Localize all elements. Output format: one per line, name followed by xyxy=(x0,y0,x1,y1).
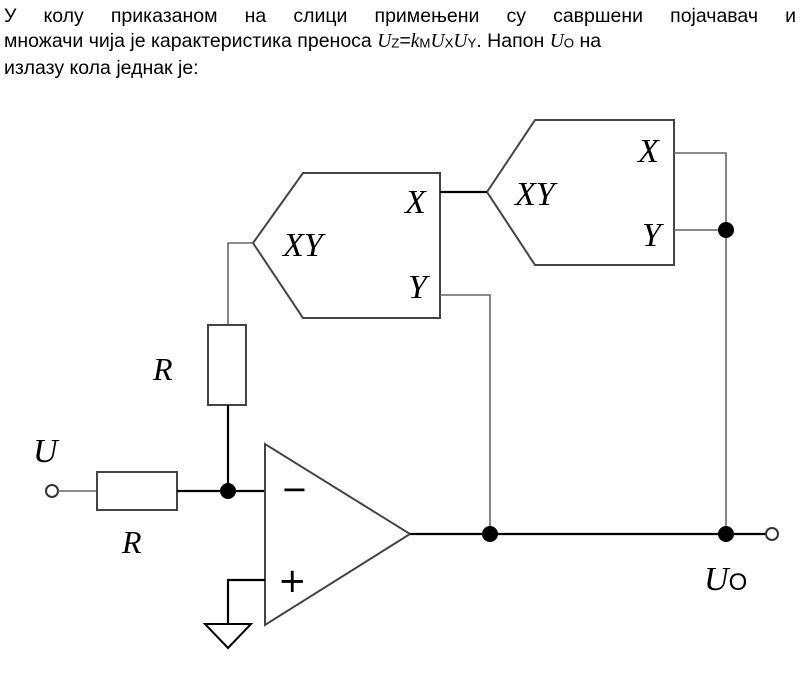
op-amp-minus-sign: − xyxy=(281,470,308,508)
input-resistor-label: R xyxy=(121,524,142,560)
input-terminal xyxy=(45,484,59,498)
ground-icon xyxy=(202,623,254,650)
multiplier-2-y-label: Y xyxy=(642,217,664,254)
question-text-part: множачи чија је карактеристика преноса xyxy=(4,30,378,52)
question-text-part: на xyxy=(574,30,602,52)
op-amp-plus-sign: + xyxy=(278,561,307,601)
multiplier-2-x-label: X xyxy=(636,133,660,170)
multiplier-1-y-label: Y xyxy=(408,269,430,306)
feedback-resistor-label: R xyxy=(152,351,173,387)
wire-mult1-y-to-output xyxy=(440,294,491,534)
multiplier-2-label: XY xyxy=(513,176,558,213)
feedback-resistor xyxy=(207,324,247,406)
wire-mult2-x xyxy=(674,152,727,230)
op-amp xyxy=(264,442,412,627)
var-ux: UX xyxy=(430,31,454,52)
var-uo: UO xyxy=(549,31,575,52)
input-resistor xyxy=(96,471,178,511)
junction-inverting-node xyxy=(220,483,236,499)
input-label: U xyxy=(33,433,60,470)
var-uz: UZ xyxy=(377,31,400,52)
equals-sign: = xyxy=(399,30,411,52)
question-text: У колу приказаном на слици примењени су … xyxy=(4,4,796,81)
var-k: kM xyxy=(410,31,431,52)
output-label: UO xyxy=(704,561,747,598)
multiplier-1-label: XY xyxy=(281,227,326,264)
wire-to-ground xyxy=(226,578,265,624)
junction-mult2-xy xyxy=(718,222,734,238)
question-line-2: множачи чија је карактеристика преноса U… xyxy=(4,29,796,56)
multiplier-1-block xyxy=(251,172,441,319)
output-terminal xyxy=(765,527,779,541)
question-text-part: . Напон xyxy=(476,30,550,52)
question-line-3: излазу кола једнак је: xyxy=(4,56,199,79)
multiplier-2-block xyxy=(485,119,675,266)
junction-output-node-2 xyxy=(718,526,734,542)
wire-mult1-output xyxy=(227,242,253,325)
junction-output-node-1 xyxy=(482,526,498,542)
var-uy: UY xyxy=(453,31,477,52)
multiplier-1-x-label: X xyxy=(403,184,427,221)
question-line-1: У колу приказаном на слици примењени су … xyxy=(4,5,796,27)
